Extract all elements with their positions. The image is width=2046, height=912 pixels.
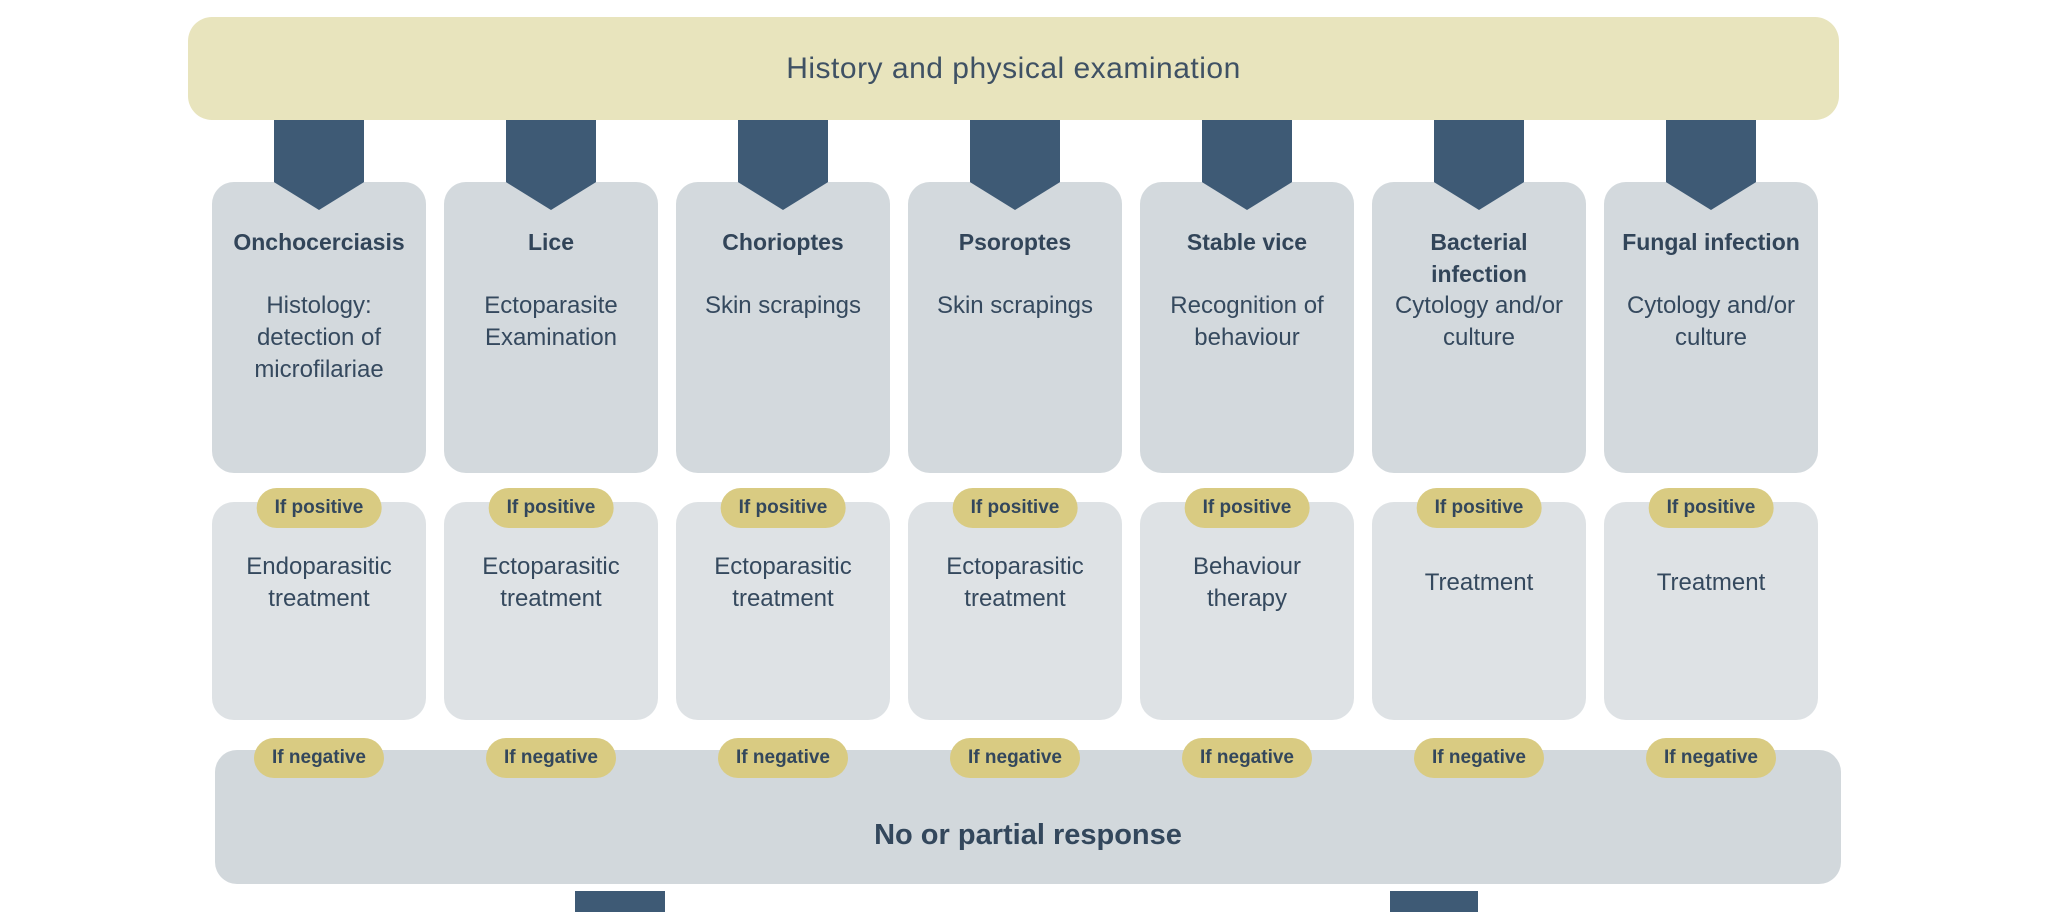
no-response-label: No or partial response: [874, 818, 1182, 851]
treatment-box: Behaviour therapy: [1140, 502, 1354, 720]
connector-stub-icon: [1390, 891, 1478, 912]
if-positive-badge: If positive: [952, 488, 1078, 528]
diagnosis-box: Lice Ectoparasite Examination: [444, 182, 658, 473]
column-psoroptes: Psoroptes Skin scrapings If positive Ect…: [908, 0, 1122, 912]
if-positive-badge: If positive: [488, 488, 614, 528]
condition-title: Bacterial infection: [1430, 229, 1528, 287]
column-chorioptes: Chorioptes Skin scrapings If positive Ec…: [676, 0, 890, 912]
diagnosis-box: Onchocerciasis Histology: detection of m…: [212, 182, 426, 473]
diagnostic-text: Histology: detection of microfilariae: [254, 292, 384, 383]
diagnostic-text: Recognition of behaviour: [1170, 292, 1324, 351]
treatment-text: Behaviour therapy: [1192, 553, 1302, 612]
if-positive-badge: If positive: [1416, 488, 1542, 528]
if-negative-badge: If negative: [718, 738, 848, 778]
treatment-text: Endoparasitic treatment: [246, 553, 392, 612]
treatment-box: Ectoparasitic treatment: [908, 502, 1122, 720]
if-positive-badge: If positive: [256, 488, 382, 528]
diagnostic-text: Cytology and/or culture: [1626, 292, 1796, 351]
connector-stub-icon: [575, 891, 665, 912]
if-negative-badge: If negative: [1182, 738, 1312, 778]
treatment-box: Ectoparasitic treatment: [676, 502, 890, 720]
treatment-text: Treatment: [1656, 569, 1766, 596]
if-positive-badge: If positive: [720, 488, 846, 528]
column-fungal-infection: Fungal infection Cytology and/or culture…: [1604, 0, 1818, 912]
condition-title: Lice: [527, 229, 575, 255]
treatment-text: Ectoparasitic treatment: [482, 553, 620, 612]
condition-title: Fungal infection: [1622, 229, 1800, 255]
diagnosis-box: Fungal infection Cytology and/or culture: [1604, 182, 1818, 473]
if-negative-badge: If negative: [1646, 738, 1776, 778]
condition-title: Onchocerciasis: [233, 229, 405, 255]
if-negative-badge: If negative: [486, 738, 616, 778]
treatment-box: Treatment: [1604, 502, 1818, 720]
column-lice: Lice Ectoparasite Examination If positiv…: [444, 0, 658, 912]
diagnostic-text: Skin scrapings: [704, 292, 862, 319]
treatment-text: Ectoparasitic treatment: [946, 553, 1084, 612]
if-positive-badge: If positive: [1184, 488, 1310, 528]
history-exam-banner: History and physical examination: [188, 17, 1839, 120]
diagnosis-box: Chorioptes Skin scrapings: [676, 182, 890, 473]
treatment-box: Treatment: [1372, 502, 1586, 720]
condition-title: Stable vice: [1186, 229, 1308, 255]
column-bacterial-infection: Bacterial infection Cytology and/or cult…: [1372, 0, 1586, 912]
diagnostic-text: Cytology and/or culture: [1394, 292, 1564, 351]
diagnosis-box: Psoroptes Skin scrapings: [908, 182, 1122, 473]
treatment-box: Ectoparasitic treatment: [444, 502, 658, 720]
if-negative-badge: If negative: [950, 738, 1080, 778]
column-onchocerciasis: Onchocerciasis Histology: detection of m…: [212, 0, 426, 912]
diagnostic-text: Ectoparasite Examination: [484, 292, 618, 351]
if-negative-badge: If negative: [254, 738, 384, 778]
diagnosis-box: Stable vice Recognition of behaviour: [1140, 182, 1354, 473]
treatment-text: Ectoparasitic treatment: [714, 553, 852, 612]
condition-title: Chorioptes: [722, 229, 844, 255]
banner-label: History and physical examination: [786, 51, 1241, 85]
condition-title: Psoroptes: [958, 229, 1072, 255]
if-negative-badge: If negative: [1414, 738, 1544, 778]
treatment-box: Endoparasitic treatment: [212, 502, 426, 720]
column-stable-vice: Stable vice Recognition of behaviour If …: [1140, 0, 1354, 912]
if-positive-badge: If positive: [1648, 488, 1774, 528]
diagnosis-box: Bacterial infection Cytology and/or cult…: [1372, 182, 1586, 473]
diagnostic-text: Skin scrapings: [936, 292, 1094, 319]
treatment-text: Treatment: [1424, 569, 1534, 596]
